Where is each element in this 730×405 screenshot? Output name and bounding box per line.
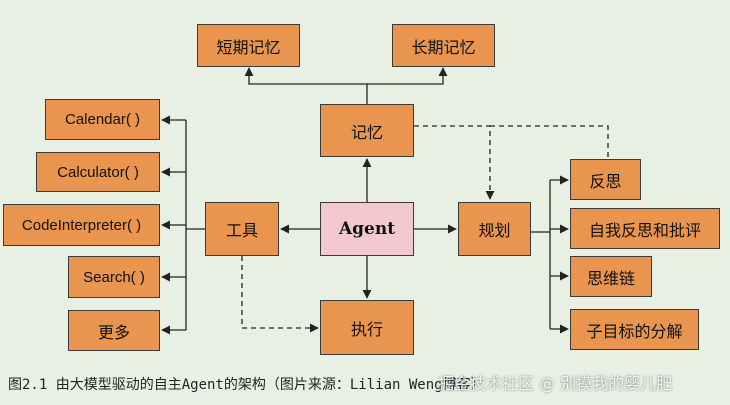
- plan-cot-box: 思维链: [570, 256, 652, 297]
- plan-reflection-label: 反思: [589, 171, 622, 191]
- watermark: 掘金技术社区 @ 别摸我的婴儿肥: [438, 374, 673, 393]
- tools-to-action-dashed-arrow: [241, 256, 319, 333]
- short-term-memory-label: 短期记忆: [216, 37, 281, 57]
- plan-self-critique-box: 自我反思和批评: [570, 208, 720, 249]
- tool-search-box: Search( ): [68, 256, 160, 298]
- plan-self-critique-label: 自我反思和批评: [588, 220, 701, 240]
- tools-box: 工具: [205, 202, 279, 256]
- long-term-memory-box: 长期记忆: [392, 24, 495, 67]
- action-box: 执行: [320, 300, 414, 355]
- memory-label: 记忆: [350, 122, 383, 142]
- tool-calculator-label: Calculator( ): [57, 163, 139, 181]
- figure-caption: 图2.1 由大模型驱动的自主Agent的架构（图片来源：Lilian Weng博…: [8, 377, 485, 393]
- plan-subgoal-label: 子目标的分解: [586, 321, 683, 341]
- tool-calculator-box: Calculator( ): [36, 152, 160, 192]
- plan-reflection-box: 反思: [570, 159, 641, 200]
- planning-label: 规划: [478, 221, 511, 240]
- plan-cot-label: 思维链: [586, 268, 635, 288]
- tools-label: 工具: [225, 221, 258, 240]
- tools-bracket: [185, 120, 205, 330]
- tool-more-label: 更多: [97, 322, 130, 342]
- planning-bracket: [531, 180, 551, 329]
- memory-to-short-term-arrow: [244, 67, 368, 104]
- memory-to-planning-dashed-arrow: [414, 125, 495, 200]
- tool-calendar-box: Calendar( ): [45, 99, 160, 140]
- long-term-memory-label: 长期记忆: [411, 37, 476, 57]
- tool-codeinterpreter-label: CodeInterpreter( ): [21, 216, 142, 234]
- tool-codeinterpreter-box: CodeInterpreter( ): [3, 204, 160, 246]
- plan-subgoal-box: 子目标的分解: [570, 309, 699, 350]
- tool-more-box: 更多: [68, 310, 160, 351]
- memory-to-long-term-arrow: [367, 67, 448, 85]
- tool-calendar-label: Calendar( ): [64, 111, 141, 128]
- reflection-to-memory-dashed-line: [490, 125, 609, 157]
- agent-box: Agent: [320, 202, 414, 256]
- action-label: 执行: [350, 319, 383, 339]
- planning-box: 规划: [458, 202, 531, 256]
- tool-search-label: Search( ): [83, 268, 145, 286]
- agent-label: Agent: [338, 219, 396, 239]
- short-term-memory-box: 短期记忆: [197, 24, 300, 67]
- memory-box: 记忆: [320, 104, 414, 157]
